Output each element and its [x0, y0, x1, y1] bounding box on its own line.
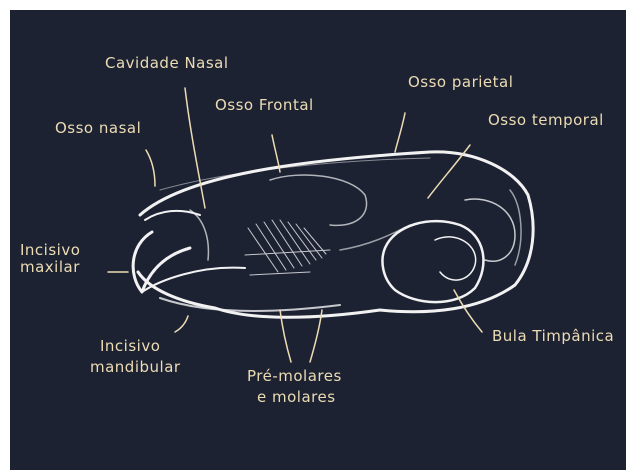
temporal-ring — [465, 199, 515, 261]
pointer-bula-timpanica — [454, 290, 482, 332]
label-pre-molares: Pré-molares e molares — [247, 368, 342, 406]
pointer-osso-parietal — [395, 113, 405, 152]
molar-hatching — [245, 220, 330, 275]
label-bula-timpanica: Bula Timpânica — [492, 328, 614, 345]
pointer-incisivo-mandibular — [175, 316, 188, 332]
label-text: Osso Frontal — [215, 97, 314, 114]
label-text-line2: e molares — [257, 389, 342, 406]
label-text: Osso temporal — [488, 112, 604, 129]
diagram-board: Cavidade Nasal Osso Frontal Osso parieta… — [10, 10, 626, 470]
label-text-line1: Incisivo — [20, 242, 80, 259]
label-cavidade-nasal: Cavidade Nasal — [105, 55, 229, 72]
label-text: Osso parietal — [408, 74, 513, 91]
nasal-contour — [145, 211, 200, 220]
label-incisivo-maxilar: Incisivo maxilar — [20, 242, 80, 276]
nasal-cavity — [190, 210, 208, 260]
occipital-line — [510, 190, 521, 265]
pointer-osso-nasal — [146, 150, 155, 186]
label-text-line1: Pré-molares — [247, 368, 342, 385]
label-osso-frontal: Osso Frontal — [215, 97, 314, 114]
label-text-line1: Incisivo — [100, 338, 181, 355]
label-text: Osso nasal — [55, 120, 141, 137]
tympanic-bulla-outer — [382, 221, 483, 302]
mandible — [160, 298, 340, 311]
label-text: Bula Timpânica — [492, 328, 614, 345]
label-text: Cavidade Nasal — [105, 55, 229, 72]
label-osso-temporal: Osso temporal — [488, 112, 604, 129]
label-osso-parietal: Osso parietal — [408, 74, 513, 91]
zygomatic-arch — [340, 225, 410, 250]
orbit — [270, 175, 367, 225]
label-text-line2: maxilar — [20, 259, 80, 276]
label-osso-nasal: Osso nasal — [55, 120, 141, 137]
tympanic-bulla-inner — [435, 237, 476, 280]
upper-incisor — [133, 232, 190, 292]
label-text-line2: mandibular — [90, 359, 181, 376]
label-incisivo-mandibular: Incisivo mandibular — [90, 338, 181, 376]
